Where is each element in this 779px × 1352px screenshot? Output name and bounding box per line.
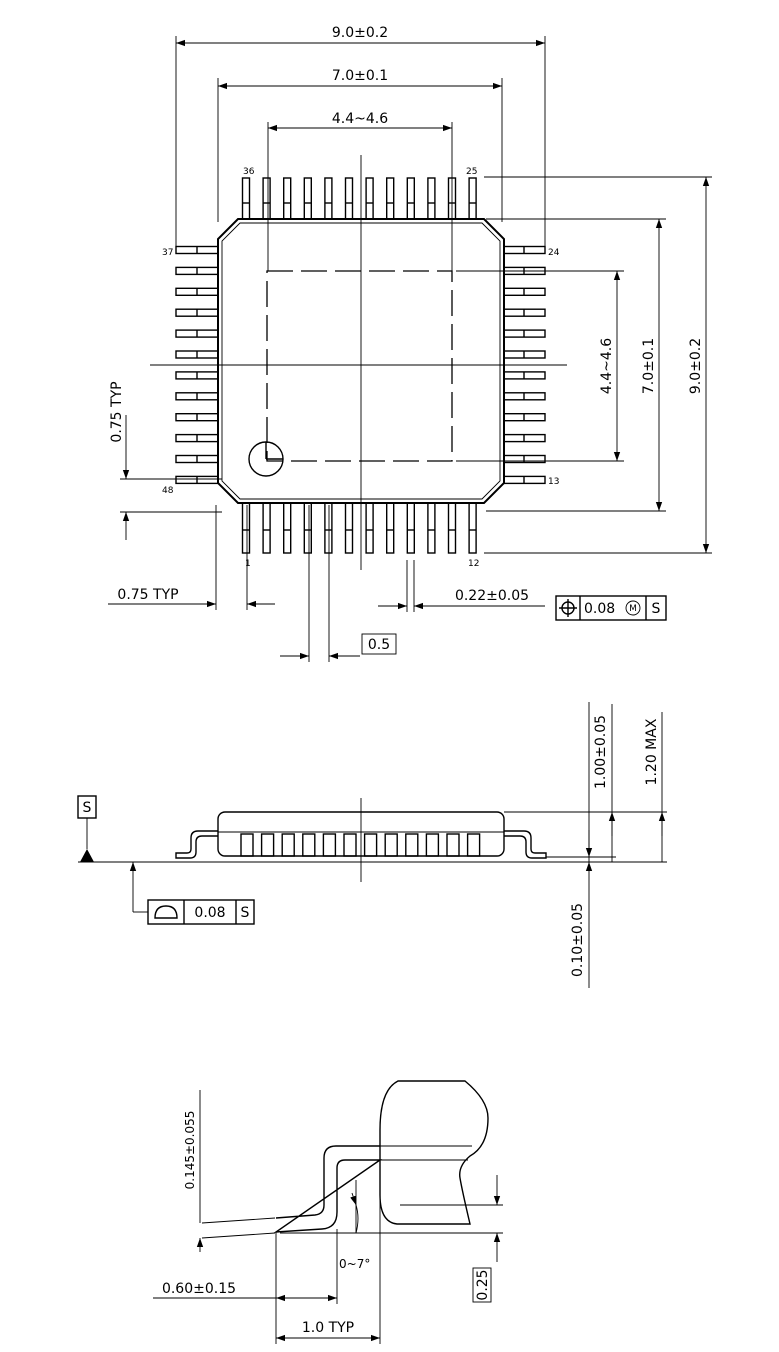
dim-overall-height: 9.0±0.2 <box>688 338 704 394</box>
side-lead <box>343 833 357 857</box>
lead-top <box>427 177 436 220</box>
dim-pitch: 0.5 <box>368 637 390 653</box>
lead-detail: 0.145±0.055 0~7° 0.60±0.15 1.0 TYP 0.25 <box>153 1080 503 1344</box>
lead-top <box>468 177 477 220</box>
side-view: S 1.00±0.05 1.20 MAX 0.10±0.05 <box>77 702 667 988</box>
lead-bottom <box>283 502 292 554</box>
package-body-inner <box>221 222 501 500</box>
dim-body-height: 7.0±0.1 <box>641 338 657 394</box>
side-lead <box>466 833 481 857</box>
top-view: 9.0±0.2 7.0±0.1 4.4~4.6 4.4~4.6 7.0±0.1 … <box>108 25 712 662</box>
exposed-pad-outline <box>266 270 453 462</box>
position-tolerance-modifier: M <box>629 604 637 614</box>
lead-bottom <box>386 502 395 554</box>
dim-footprint: 1.0 TYP <box>302 1320 354 1336</box>
lead-bottom <box>447 502 457 554</box>
side-lead <box>446 833 460 857</box>
datum-label: S <box>83 800 92 816</box>
dim-max-height: 1.20 MAX <box>644 718 660 785</box>
lead-top <box>386 177 395 220</box>
dim-lead-typ-horizontal: 0.75 TYP <box>117 587 178 603</box>
side-lead <box>281 833 295 857</box>
lead-top <box>262 177 271 220</box>
gull-wing-left <box>175 830 218 859</box>
side-lead <box>302 833 316 857</box>
profile-tolerance-value: 0.08 <box>194 905 225 921</box>
dim-gauge: 0.25 <box>475 1269 491 1300</box>
pin-1: 1 <box>245 559 251 569</box>
side-lead <box>384 833 398 857</box>
lead-bottom <box>262 502 271 554</box>
side-lead <box>405 833 419 857</box>
dim-lead-thickness: 0.145±0.055 <box>183 1111 197 1190</box>
pin-25: 25 <box>466 167 477 177</box>
dim-pad-height: 4.4~4.6 <box>599 338 615 394</box>
pin-12: 12 <box>468 559 479 569</box>
pin-24: 24 <box>548 248 560 258</box>
detail-lead <box>273 1145 383 1233</box>
dim-body-width: 7.0±0.1 <box>332 68 388 84</box>
profile-tolerance-frame: 0.08 S <box>147 899 255 925</box>
lead-top <box>406 177 415 220</box>
pin-37: 37 <box>162 248 173 258</box>
lead-top <box>303 177 312 220</box>
pin1-indicator-icon <box>248 441 284 477</box>
position-symbol-icon <box>559 599 577 617</box>
package-body <box>217 218 505 504</box>
lead-bottom <box>324 502 333 554</box>
lead-bottom <box>241 502 251 554</box>
position-tolerance-frame: 0.08 M S <box>555 595 667 621</box>
lead-bottom <box>427 502 436 554</box>
dim-lead-width: 0.22±0.05 <box>455 588 529 604</box>
lead-bottom <box>468 502 477 554</box>
gull-wing-right <box>504 830 547 859</box>
pin-13: 13 <box>548 477 559 487</box>
side-lead <box>363 833 378 857</box>
position-tolerance-value: 0.08 <box>584 601 615 617</box>
dim-lead-typ-vertical: 0.75 TYP <box>109 381 125 442</box>
pin-36: 36 <box>243 167 255 177</box>
side-leads <box>240 833 481 857</box>
lead-top <box>365 177 374 220</box>
lead-bottom <box>344 502 354 554</box>
dim-body-thickness: 1.00±0.05 <box>593 715 609 789</box>
lead-bottom <box>406 502 415 554</box>
dim-overall-width: 9.0±0.2 <box>332 25 388 41</box>
lead-top <box>344 177 354 220</box>
side-lead <box>425 833 440 857</box>
detail-body <box>379 1080 489 1225</box>
side-lead <box>322 833 337 857</box>
lead-top <box>324 177 333 220</box>
dim-angle: 0~7° <box>339 1257 370 1271</box>
profile-surface-icon <box>154 905 178 919</box>
dim-standoff: 0.10±0.05 <box>570 903 586 977</box>
position-tolerance-datum: S <box>652 601 661 617</box>
lead-top <box>283 177 292 220</box>
datum-triangle-icon <box>80 849 94 862</box>
lead-bottom <box>365 502 374 554</box>
profile-tolerance-datum: S <box>241 905 250 921</box>
dim-pad-width: 4.4~4.6 <box>332 111 388 127</box>
pin-48: 48 <box>162 486 174 496</box>
side-lead <box>260 833 275 857</box>
side-lead <box>240 833 254 857</box>
dim-foot-length: 0.60±0.15 <box>162 1281 236 1297</box>
lead-top <box>241 177 251 220</box>
lead-bottom <box>303 502 312 554</box>
